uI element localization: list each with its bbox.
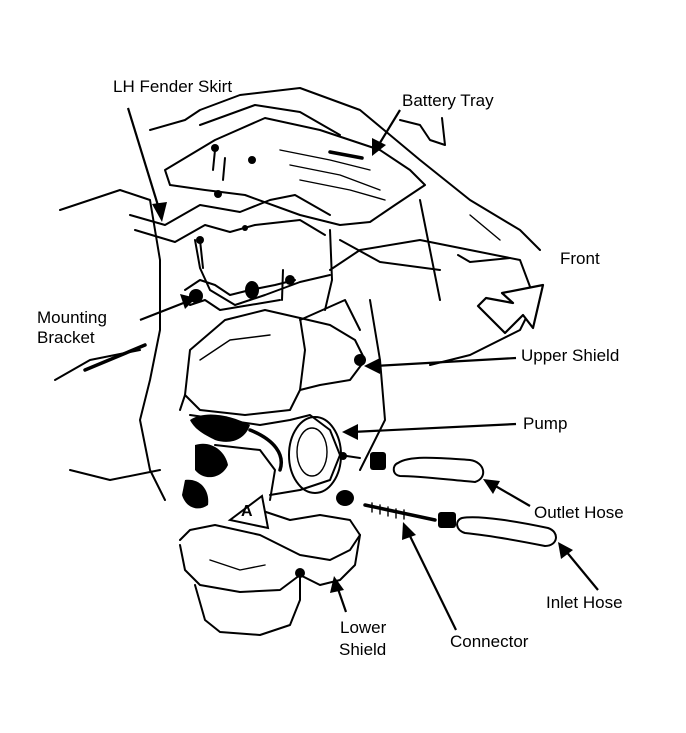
- lh-fender-skirt-panel: [129, 194, 331, 306]
- inlet-hose-shape: [456, 516, 557, 547]
- leader-lines: [126, 107, 599, 631]
- label-shield: Shield: [339, 640, 387, 659]
- label-pump: Pump: [523, 414, 568, 433]
- engine-background: [54, 87, 541, 501]
- marker-a: [227, 494, 270, 530]
- label-lh-fender-skirt: LH Fender Skirt: [113, 77, 233, 96]
- label-marker-a: A: [241, 503, 253, 520]
- label-bracket: Bracket: [37, 328, 95, 347]
- mounting-bracket-shape: [184, 225, 296, 311]
- battery-tray-shape: [164, 104, 441, 311]
- label-mounting: Mounting: [37, 308, 107, 327]
- outlet-hose-shape: [370, 452, 485, 483]
- label-upper-shield: Upper Shield: [521, 346, 620, 365]
- label-lower: Lower: [340, 618, 387, 637]
- connector-shape: [336, 490, 456, 528]
- label-connector: Connector: [450, 632, 529, 651]
- label-battery-tray: Battery Tray: [402, 91, 494, 110]
- upper-shield-shape: [179, 309, 366, 416]
- lower-shield-shape: [179, 509, 361, 636]
- front-arrow-icon: [476, 283, 545, 335]
- label-outlet-hose: Outlet Hose: [534, 503, 624, 522]
- label-front: Front: [560, 249, 600, 268]
- label-inlet-hose: Inlet Hose: [546, 593, 623, 612]
- pump-shape: [182, 414, 361, 509]
